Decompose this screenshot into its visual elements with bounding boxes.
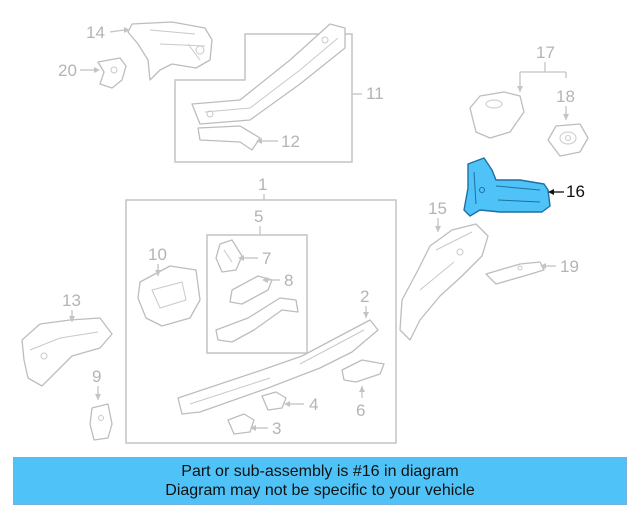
part-19[interactable]: [485, 261, 545, 285]
part-18[interactable]: [547, 123, 589, 157]
callout-8: 8: [284, 271, 293, 290]
info-banner: Part or sub-assembly is #16 in diagram D…: [13, 457, 627, 505]
arrow-14: [124, 27, 130, 33]
callout-3: 3: [272, 419, 281, 438]
callout-20: 20: [58, 61, 77, 80]
part-10[interactable]: [137, 265, 201, 327]
callout-5: 5: [254, 207, 263, 226]
callout-11: 11: [366, 84, 384, 103]
callout-13: 13: [62, 291, 81, 310]
arrow-16: [548, 189, 554, 195]
part-2[interactable]: [177, 319, 379, 415]
part-13[interactable]: [21, 317, 113, 387]
part-4[interactable]: [261, 391, 287, 411]
callout-9: 9: [92, 367, 101, 386]
arrow-20: [94, 67, 100, 73]
arrow-19: [540, 263, 546, 269]
callout-4: 4: [309, 395, 318, 414]
arrow-4: [284, 401, 290, 407]
part-6[interactable]: [341, 359, 385, 383]
group-box-1: [125, 199, 397, 444]
part-12[interactable]: [197, 125, 261, 151]
callout-7: 7: [262, 249, 271, 268]
leader-17: [519, 62, 567, 92]
callout-17: 17: [536, 43, 555, 62]
arrow-12: [256, 138, 262, 144]
part-3[interactable]: [227, 413, 255, 435]
callout-6: 6: [356, 401, 365, 420]
part-7[interactable]: [215, 239, 243, 273]
arrow-13: [69, 316, 75, 322]
callout-19: 19: [560, 257, 579, 276]
callout-10: 10: [148, 245, 167, 264]
part-16[interactable]: [463, 157, 551, 217]
parts-diagram: 14 20 11 12 1 5 7 8: [21, 21, 589, 444]
leader-14: [109, 29, 125, 33]
arrow-8: [262, 277, 268, 283]
arrow-10: [155, 270, 161, 276]
callout-15: 15: [428, 199, 447, 218]
callout-18: 18: [556, 87, 575, 106]
callout-12: 12: [281, 132, 300, 151]
callout-14: 14: [86, 23, 105, 42]
arrow-3: [250, 425, 256, 431]
callout-16: 16: [566, 182, 585, 201]
part-20[interactable]: [97, 57, 127, 89]
part-17[interactable]: [469, 91, 525, 139]
arrow-15: [435, 226, 441, 232]
arrow-7: [238, 255, 244, 261]
arrow-18: [563, 114, 569, 120]
part-8[interactable]: [229, 275, 273, 305]
arrow-2: [363, 312, 369, 318]
callout-2: 2: [360, 287, 369, 306]
banner-line-1: Part or sub-assembly is #16 in diagram: [181, 463, 459, 480]
part-14[interactable]: [127, 21, 213, 81]
arrow-6: [359, 386, 365, 392]
part-9[interactable]: [89, 403, 113, 441]
group-box-11: [174, 33, 353, 163]
banner-line-2: Diagram may not be specific to your vehi…: [165, 482, 475, 499]
part-5-brace[interactable]: [215, 297, 299, 343]
part-15[interactable]: [399, 223, 489, 341]
arrow-17: [517, 86, 523, 92]
group-box-5: [206, 234, 308, 354]
arrow-9: [95, 394, 101, 400]
part-11[interactable]: [191, 23, 346, 125]
callout-1: 1: [258, 175, 267, 194]
